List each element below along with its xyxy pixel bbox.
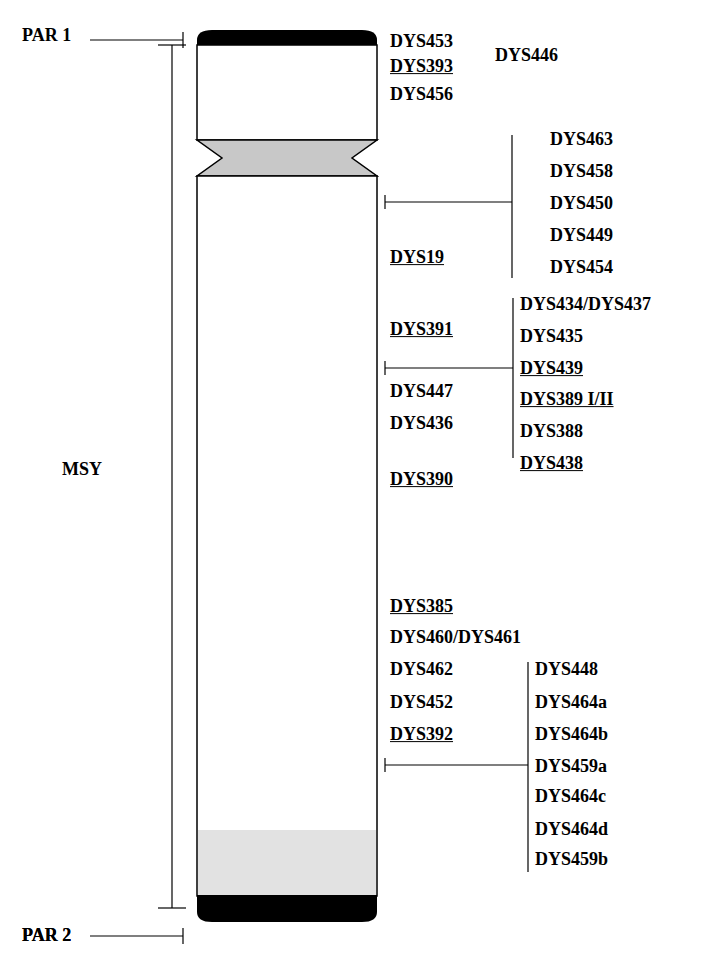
group-bracket [512, 298, 513, 458]
marker-label: DYS389 I/II [520, 390, 614, 410]
group-leader [385, 764, 528, 765]
leader-line [90, 39, 183, 40]
marker-label: DYS463 [550, 130, 613, 150]
marker-label: DYS456 [390, 85, 453, 105]
marker-label: DYS19 [390, 248, 444, 268]
marker-label: DYS449 [550, 226, 613, 246]
long-arm [197, 176, 377, 896]
marker-label: DYS464c [535, 787, 606, 807]
marker-label: DYS391 [390, 320, 453, 340]
msy-bracket [158, 44, 186, 45]
telomere-cap [197, 30, 377, 46]
marker-label: DYS447 [390, 382, 453, 402]
heterochromatin-band [198, 830, 376, 895]
group-leader [385, 367, 513, 368]
marker-label: DYS453 [390, 32, 453, 52]
marker-label: DYS458 [550, 162, 613, 182]
marker-label: DYS462 [390, 660, 453, 680]
marker-label: DYS392 [390, 725, 453, 745]
msy-bracket [171, 45, 172, 908]
marker-label: DYS448 [535, 660, 598, 680]
region-label: MSY [62, 460, 102, 480]
marker-label: DYS464d [535, 820, 608, 840]
group-bracket [527, 662, 528, 872]
leader-tick [182, 928, 183, 944]
group-leader [385, 201, 512, 202]
telomere-cap [197, 895, 377, 922]
region-label: PAR 1 [22, 26, 71, 46]
marker-label: DYS459b [535, 850, 608, 870]
marker-label: DYS385 [390, 597, 453, 617]
marker-label: DYS435 [520, 327, 583, 347]
marker-label: DYS388 [520, 422, 583, 442]
leader-line [90, 935, 183, 936]
group-leader [384, 361, 385, 375]
marker-label: DYS464b [535, 725, 608, 745]
marker-label: DYS464a [535, 693, 607, 713]
group-bracket [511, 135, 512, 278]
msy-bracket [158, 907, 186, 908]
region-label: PAR 2 [22, 926, 71, 946]
marker-label: DYS454 [550, 258, 613, 278]
centromere [197, 140, 377, 176]
marker-label: DYS390 [390, 470, 453, 490]
marker-label: DYS446 [495, 46, 558, 66]
marker-label: DYS436 [390, 414, 453, 434]
short-arm [197, 45, 377, 140]
marker-label: DYS452 [390, 693, 453, 713]
group-leader [384, 758, 385, 772]
marker-label: DYS450 [550, 194, 613, 214]
marker-label: DYS439 [520, 359, 583, 379]
marker-label: DYS438 [520, 454, 583, 474]
marker-label: DYS393 [390, 57, 453, 77]
marker-label: DYS460/DYS461 [390, 628, 521, 648]
marker-label: DYS459a [535, 757, 607, 777]
group-leader [384, 195, 385, 209]
marker-label: DYS434/DYS437 [520, 295, 651, 315]
